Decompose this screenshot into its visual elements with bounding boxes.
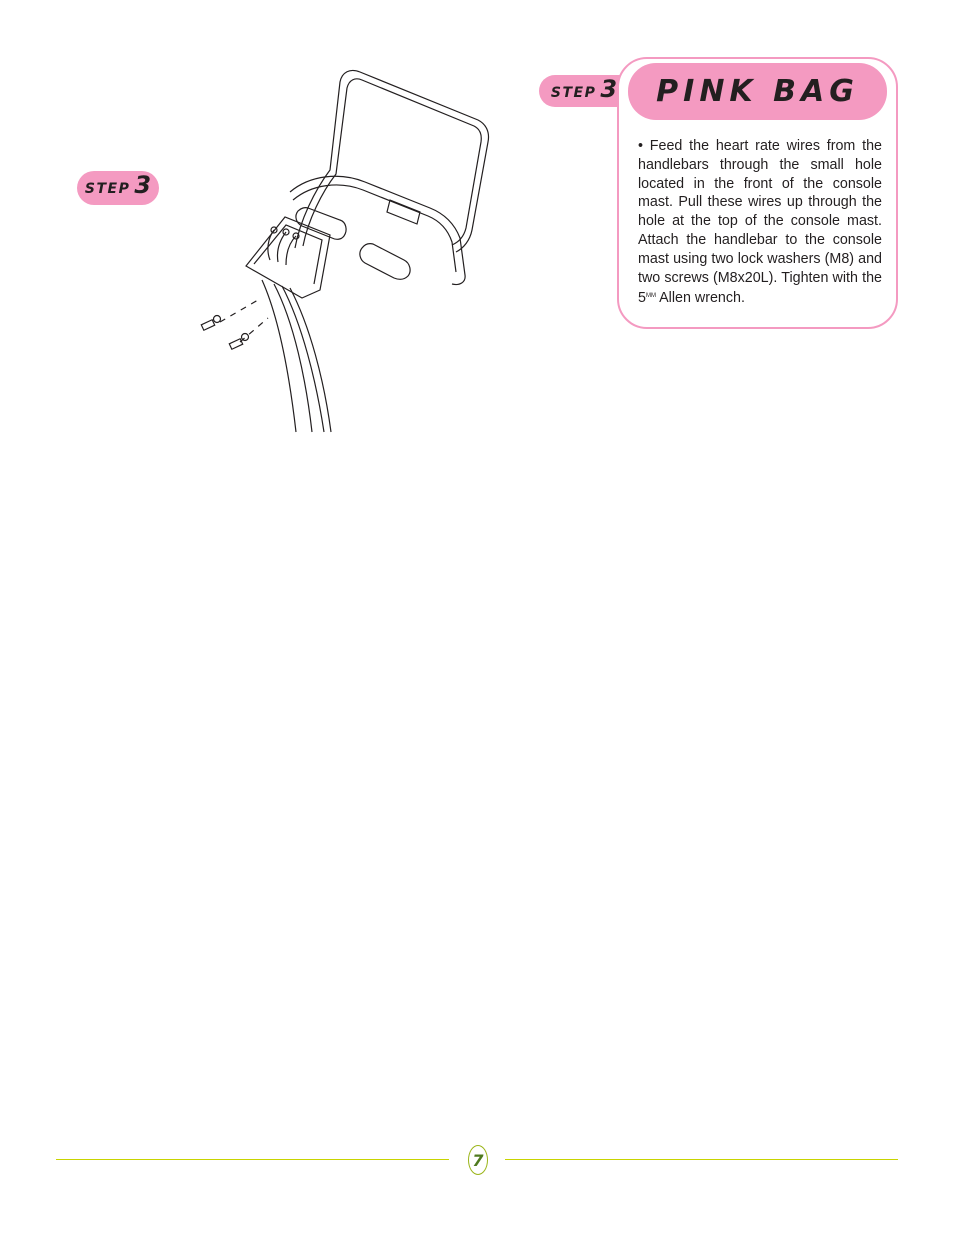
step-number: 3 bbox=[134, 171, 152, 199]
step-number: 3 bbox=[600, 75, 618, 103]
unit-superscript: MM bbox=[645, 293, 656, 300]
instruction-text: • Feed the heart rate wires from the han… bbox=[638, 137, 882, 308]
footer-line-right bbox=[505, 1159, 898, 1160]
step-word: STEP bbox=[84, 181, 131, 197]
step-badge-right: STEP 3 bbox=[539, 75, 629, 107]
instruction-end: Allen wrench. bbox=[655, 290, 745, 307]
step-badge-left: STEP 3 bbox=[77, 171, 159, 205]
bag-header: PINK BAG bbox=[628, 63, 887, 120]
bolt-1 bbox=[200, 314, 222, 332]
bolt-2 bbox=[228, 332, 250, 351]
handlebar-assembly-illustration bbox=[200, 69, 490, 433]
footer-line-left bbox=[56, 1159, 449, 1160]
instruction-body: • Feed the heart rate wires from the han… bbox=[638, 138, 882, 307]
page-number: 7 bbox=[468, 1145, 488, 1175]
step-word: STEP bbox=[550, 85, 597, 101]
